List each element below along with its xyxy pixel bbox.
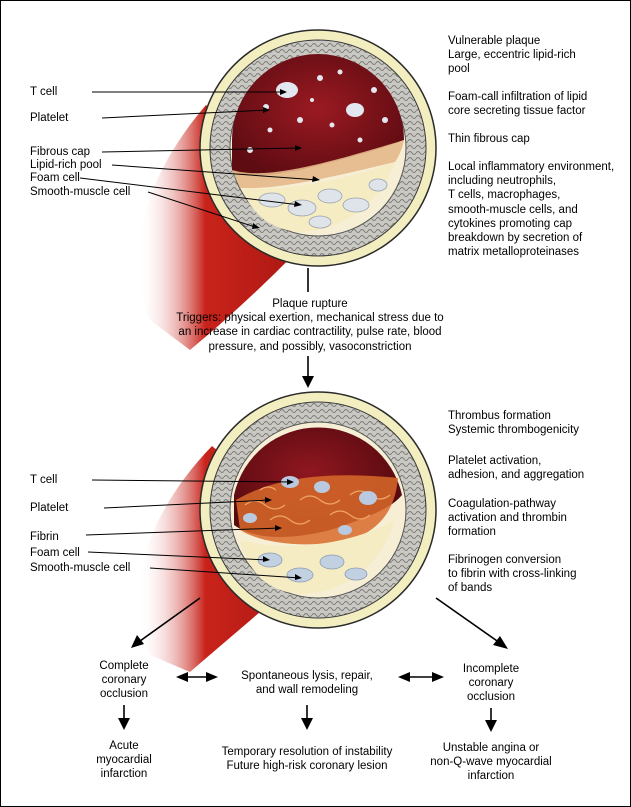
top-label-foam-cell: Foam cell: [30, 171, 80, 185]
outcome-spontaneous-lysis: Spontaneous lysis, repair, and wall remo…: [200, 669, 414, 697]
bottom-label-platelet: Platelet: [30, 501, 68, 515]
result-acute-mi: Acute myocardial infarction: [64, 739, 184, 782]
bottom-note-coagulation-pathway: Coagulation-pathway activation and throm…: [448, 497, 567, 540]
bottom-note-fibrinogen-conversion: Fibrinogen conversion to fibrin with cro…: [448, 553, 576, 596]
top-note-thin-fibrous-cap: Thin fibrous cap: [448, 132, 530, 146]
top-label-t-cell: T cell: [30, 85, 57, 99]
bottom-note-platelet-activation: Platelet activation, adhesion, and aggre…: [448, 454, 584, 482]
rupture-text-block: Plaque rupture Triggers: physical exerti…: [140, 297, 480, 354]
top-note-inflammatory-environment: Local inflammatory environment, includin…: [448, 160, 614, 259]
top-label-platelet: Platelet: [30, 111, 68, 125]
bottom-label-smooth-muscle-cell: Smooth-muscle cell: [30, 561, 130, 575]
top-label-smooth-muscle-cell: Smooth-muscle cell: [30, 185, 130, 199]
outcome-incomplete-occlusion: Incomplete coronary occlusion: [430, 662, 552, 705]
top-note-vulnerable-plaque: Vulnerable plaque Large, eccentric lipid…: [448, 34, 576, 77]
bottom-note-thrombus-formation: Thrombus formation Systemic thrombogenic…: [448, 409, 579, 437]
rupture-title: Plaque rupture: [140, 297, 480, 311]
outcome-complete-occlusion: Complete coronary occlusion: [64, 659, 184, 702]
result-temporary-resolution: Temporary resolution of instability Futu…: [190, 745, 424, 773]
bottom-label-fibrin: Fibrin: [30, 530, 59, 544]
result-unstable-angina: Unstable angina or non-Q-wave myocardial…: [424, 741, 558, 784]
top-note-foam-cell-infiltration: Foam-call infiltration of lipid core sec…: [448, 90, 587, 118]
bottom-label-t-cell: T cell: [30, 473, 57, 487]
bottom-label-foam-cell: Foam cell: [30, 546, 80, 560]
